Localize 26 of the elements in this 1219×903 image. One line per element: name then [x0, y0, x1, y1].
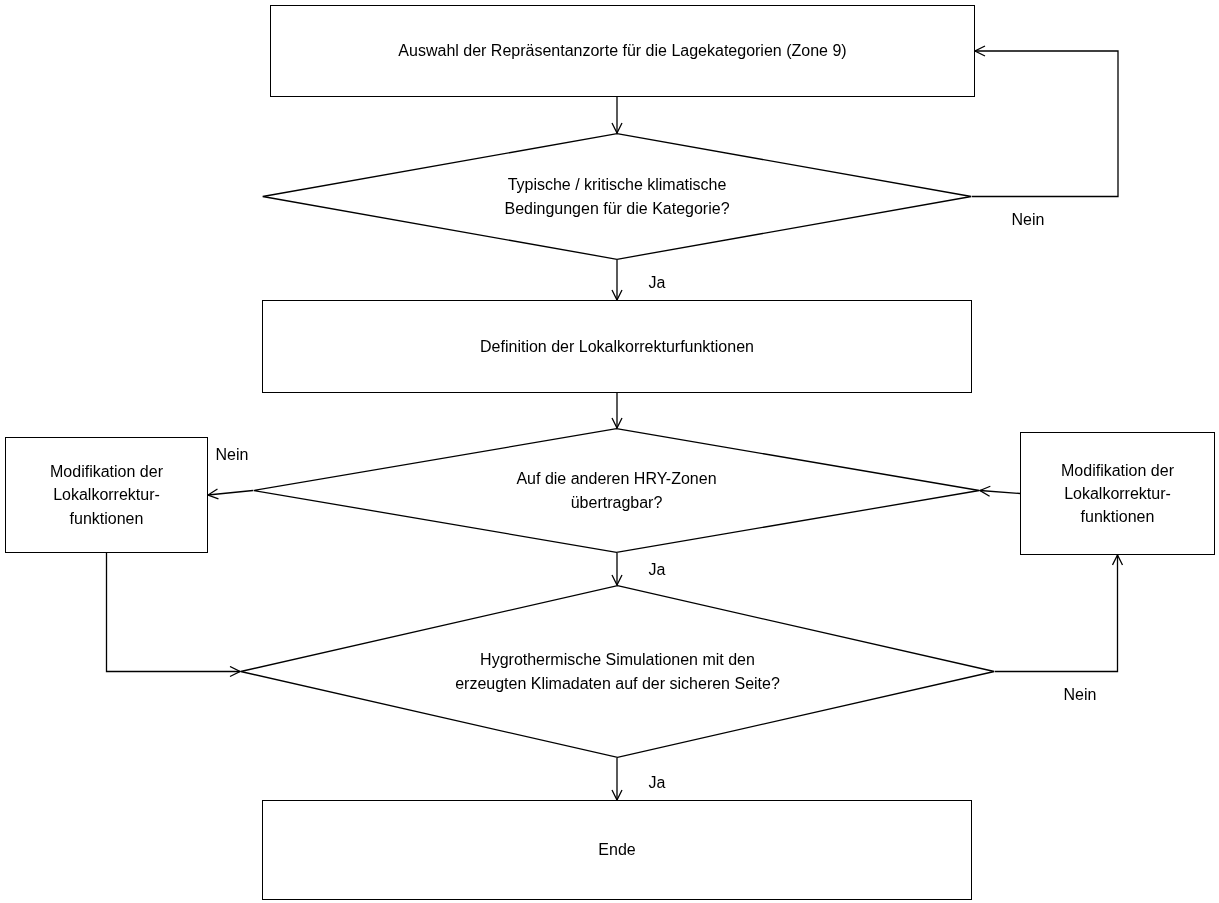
- node-text: Modifikation der Lokalkorrektur-funktionen: [49, 462, 164, 529]
- arrow: [105, 552, 241, 678]
- arrow: [979, 485, 1021, 497]
- arrow: [611, 392, 623, 429]
- arrow: [611, 757, 623, 801]
- arrow: [994, 554, 1124, 673]
- process-box: [262, 800, 972, 900]
- arrow: [207, 488, 254, 500]
- process-box: [270, 5, 975, 97]
- decision-diamond: [240, 585, 995, 758]
- decision-diamond: [253, 428, 980, 553]
- process-box: [5, 437, 208, 553]
- node-text: Ende: [598, 840, 636, 861]
- node-text: Hygrothermische Simulationen mit den erzeugten Klimadaten auf der sicheren Seite?: [454, 650, 781, 694]
- node-text: Auf die anderen HRY-Zonen übertragbar?: [515, 469, 718, 513]
- arrow: [611, 552, 623, 586]
- process-box: [262, 300, 972, 393]
- node-text: Modifikation der Lokalkorrektur-funktionen: [1060, 460, 1175, 528]
- node-text: Typische / kritische klimatische Bedingungen für die Kategorie?: [503, 175, 731, 219]
- node-text: Auswahl der Repräsentanzorte für die Lagekategorien (Zone 9): [398, 41, 847, 62]
- arrow: [611, 259, 623, 301]
- arrow: [971, 45, 1119, 198]
- node-text: Definition der Lokalkorrekturfunktionen: [480, 336, 754, 357]
- arrow: [611, 96, 623, 134]
- decision-diamond: [262, 133, 972, 260]
- process-box: [1020, 432, 1215, 555]
